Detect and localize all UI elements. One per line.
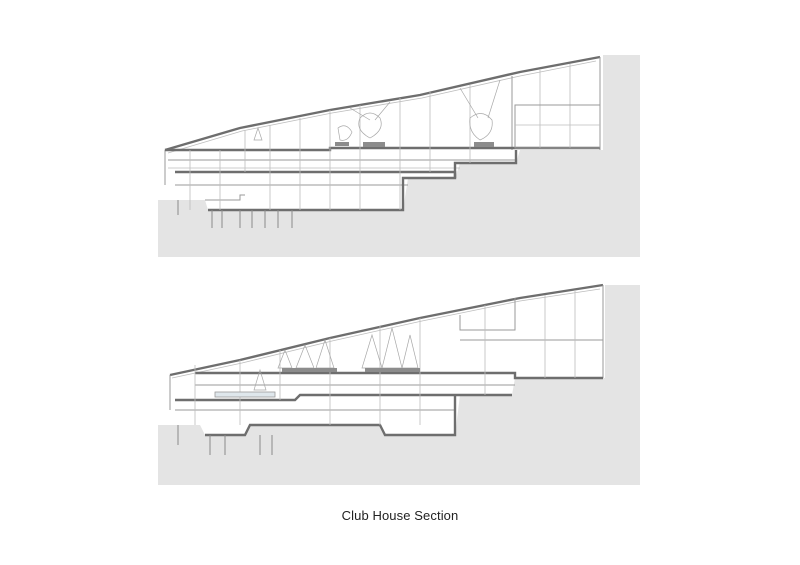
ground-mass-lower (158, 285, 640, 485)
ground-mass-upper (158, 55, 640, 257)
roof-line-lower (169, 283, 604, 377)
roof-line-upper (164, 55, 601, 152)
section-upper (158, 55, 640, 257)
section-lower (158, 283, 640, 485)
canopy-elements-upper (337, 79, 501, 141)
piles-upper (177, 200, 293, 228)
piles-lower (177, 425, 273, 455)
columns-upper (189, 64, 571, 210)
drawing-caption: Club House Section (341, 508, 459, 523)
pool-lower (214, 391, 276, 398)
